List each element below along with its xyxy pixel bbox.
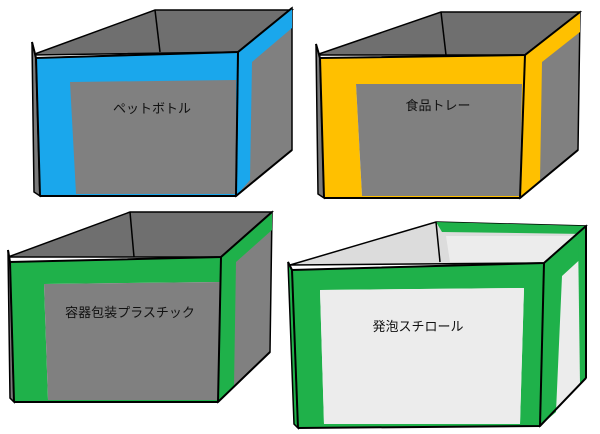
bin-front-frame	[292, 263, 544, 428]
bin-back-panel-inner	[446, 236, 584, 262]
bin-container-packaging: 容器包装プラスチック	[7, 210, 274, 404]
bin-right-frame	[520, 12, 580, 198]
bin-label: 容器包装プラスチック	[65, 305, 195, 321]
bin-label: 食品トレー	[405, 98, 470, 114]
bin-front-panel	[320, 288, 524, 424]
bin-front-panel	[44, 282, 220, 400]
bin-front-panel	[356, 84, 522, 196]
bin-right-frame	[236, 8, 292, 196]
bin-label: ペットボトル	[113, 102, 191, 117]
bin-label: 発泡スチロール	[372, 320, 463, 335]
bin-front-frame	[36, 52, 238, 196]
bin-front-frame	[10, 257, 221, 402]
bin-styrofoam: 発泡スチロール	[287, 221, 588, 430]
bin-right-frame	[540, 226, 586, 426]
bin-back-panel	[436, 222, 586, 234]
bin-food-trays: 食品トレー	[315, 10, 583, 200]
bin-right-frame	[218, 212, 272, 402]
bin-right-frame-edge	[578, 226, 586, 384]
bin-front-frame	[320, 55, 525, 198]
bin-pet-bottles: ペットボトル	[31, 6, 295, 198]
